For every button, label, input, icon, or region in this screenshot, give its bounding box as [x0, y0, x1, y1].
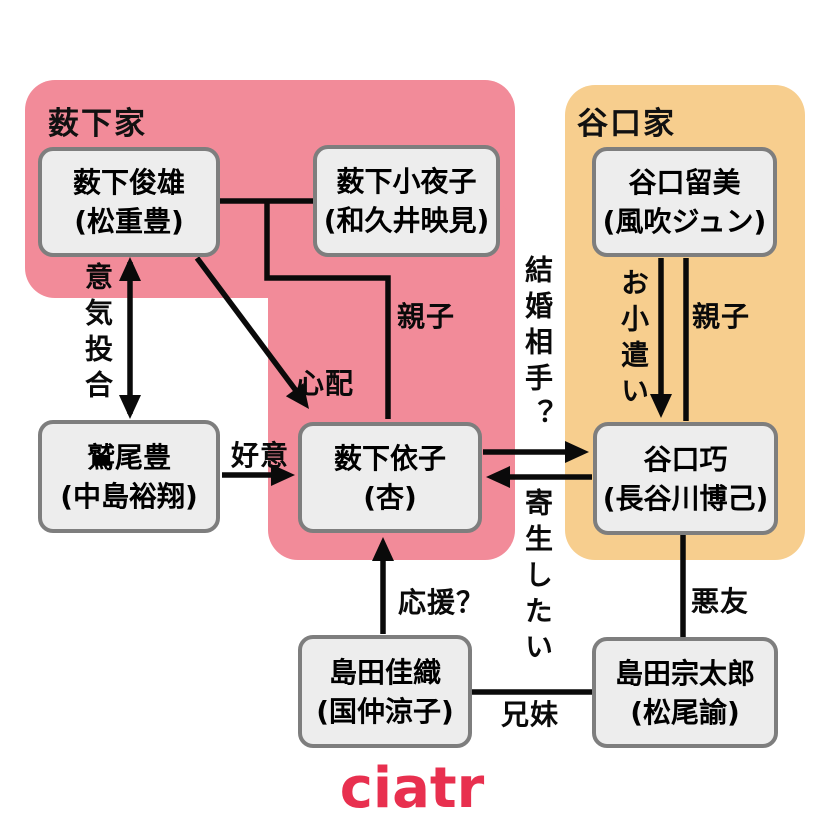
relation-label-kisei-shitai: 寄生したい	[521, 488, 554, 668]
person-name: 薮下依子	[333, 441, 446, 475]
relation-label-okozukai: お小遣い	[617, 268, 650, 412]
person-name: 薮下俊雄	[72, 166, 185, 199]
person-box-kaori: 島田佳織 (国仲涼子)	[298, 635, 472, 748]
person-name: 谷口巧	[643, 442, 728, 476]
relation-label-ouen: 応援？	[398, 586, 486, 619]
person-box-sotaro: 島田宗太郎 (松尾諭)	[592, 637, 778, 748]
family-label-taniguchi: 谷口家	[577, 106, 676, 142]
relation-label-kekkon-aite: 結婚相手？	[521, 255, 554, 435]
relation-label-kyoudai: 兄妹	[501, 698, 560, 731]
person-box-takumi: 谷口巧 (長谷川博己)	[593, 422, 778, 535]
person-box-washio: 鷲尾豊 (中島裕翔)	[38, 420, 220, 533]
relation-label-iki-tougou: 意気投合	[81, 262, 114, 406]
relation-label-oyako-yabushita: 親子	[397, 300, 456, 333]
person-name: 薮下小夜子	[336, 165, 477, 198]
person-actor: (国仲涼子)	[316, 694, 454, 728]
person-actor: (和久井映見)	[323, 204, 490, 237]
ciatr-logo: ciatr	[339, 756, 485, 821]
arrowhead-iki-down	[119, 395, 141, 419]
family-label-yabushita: 薮下家	[48, 106, 147, 142]
person-name: 島田宗太郎	[614, 656, 755, 690]
person-box-sayoko: 薮下小夜子 (和久井映見)	[313, 145, 500, 257]
person-actor: (松重豊)	[74, 205, 184, 238]
person-actor: (松尾諭)	[630, 695, 740, 729]
person-actor: (長谷川博己)	[602, 481, 769, 515]
person-name: 島田佳織	[328, 655, 441, 689]
person-actor: (杏)	[363, 480, 417, 514]
person-box-rumi: 谷口留美 (風吹ジュン)	[592, 147, 777, 257]
person-name: 谷口留美	[628, 166, 741, 199]
person-actor: (中島裕翔)	[60, 479, 198, 513]
relation-label-koui: 好意	[231, 439, 290, 472]
person-name: 鷲尾豊	[86, 440, 171, 474]
relation-label-shinpai: 心配	[296, 367, 355, 400]
relation-label-akuyu: 悪友	[691, 585, 750, 618]
person-actor: (風吹ジュン)	[602, 205, 767, 238]
person-box-toshio: 薮下俊雄 (松重豊)	[38, 147, 220, 257]
person-box-yoriko: 薮下依子 (杏)	[298, 422, 482, 533]
relation-label-oyako-taniguchi: 親子	[692, 300, 751, 333]
